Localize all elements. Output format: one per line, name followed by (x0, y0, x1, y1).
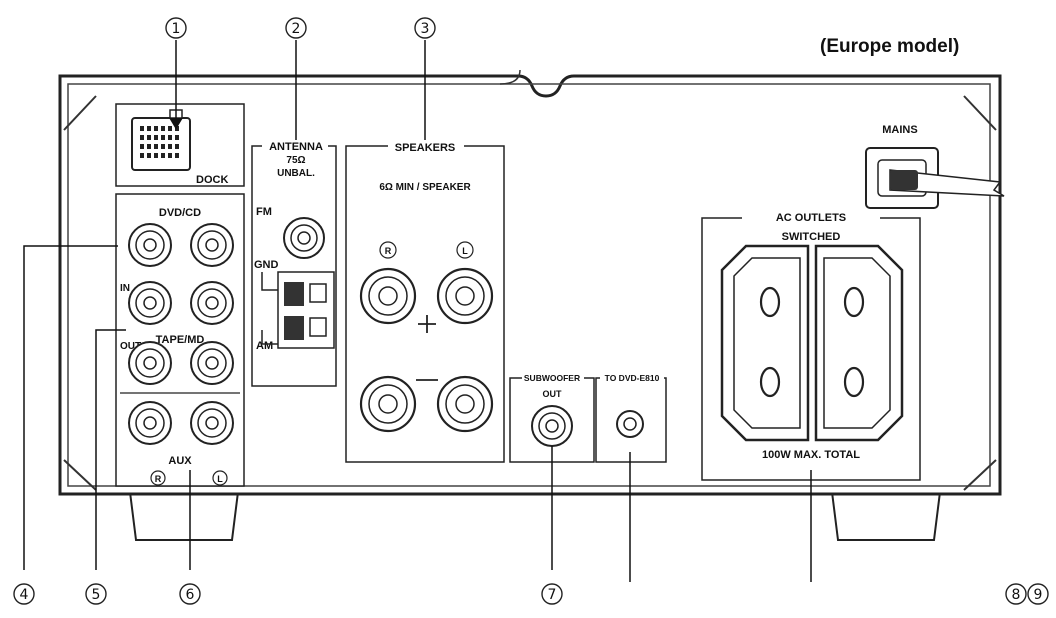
speaker-right-text: R (385, 246, 392, 256)
dock-pins (140, 126, 179, 158)
antenna-type: UNBAL. (277, 168, 315, 179)
chassis-inner (67, 83, 991, 487)
ac-outlets-rating: 100W MAX. TOTAL (762, 449, 860, 461)
model-note: (Europe model) (820, 36, 959, 57)
subwoofer-out: OUT (543, 389, 563, 399)
svg-text:8: 8 (1012, 587, 1021, 603)
callout-9: 9 (1027, 583, 1049, 605)
speaker-right-marker (379, 241, 397, 259)
callout-4: 4 (13, 583, 35, 605)
dock-label: DOCK (196, 174, 228, 186)
mains-label: MAINS (882, 124, 917, 136)
speakers-title: SPEAKERS (395, 142, 456, 154)
callout-6: 6 (179, 583, 201, 605)
in-label: IN (120, 283, 130, 294)
leader-lines (23, 40, 812, 582)
dvd-link-label: TO DVD-E810 (605, 373, 660, 383)
antenna-impedance: 75Ω (286, 155, 305, 166)
gnd-label: GND (254, 259, 279, 271)
chassis-ribs (63, 95, 997, 491)
aux-right-marker (150, 470, 166, 486)
ac-outlets-title: AC OUTLETS (776, 212, 846, 224)
ac-outlets-sub: SWITCHED (782, 231, 841, 243)
callout-2: 2 (285, 17, 307, 39)
ac-outlet-left (720, 244, 810, 442)
callout-5: 5 (85, 583, 107, 605)
svg-text:4: 4 (20, 587, 29, 603)
rca-jacks (128, 223, 234, 445)
svg-text:6: 6 (186, 587, 195, 603)
tape-md-label: TAPE/MD (156, 334, 205, 346)
aux-left-marker (212, 470, 228, 486)
callout-3: 3 (414, 17, 436, 39)
speaker-left-text: L (462, 246, 468, 256)
am-label: AM (256, 340, 273, 352)
aux-left-text: L (217, 474, 223, 484)
dvd-cd-label: DVD/CD (159, 207, 201, 219)
speaker-terminals (359, 267, 494, 433)
subwoofer-title: SUBWOOFER (524, 373, 580, 383)
speaker-left-marker (456, 241, 474, 259)
aux-label: AUX (168, 455, 192, 467)
callout-8: 8 (1005, 583, 1027, 605)
svg-text:3: 3 (421, 21, 430, 37)
svg-text:9: 9 (1034, 587, 1043, 603)
callout-1: 1 (165, 17, 187, 39)
antenna-title: ANTENNA (269, 141, 323, 153)
ac-outlet-right (814, 244, 904, 442)
svg-text:7: 7 (548, 587, 557, 603)
svg-text:5: 5 (92, 587, 101, 603)
left-foot (128, 491, 240, 541)
gnd-clip (284, 282, 304, 306)
svg-text:1: 1 (172, 21, 181, 37)
fm-label: FM (256, 206, 272, 218)
callout-7: 7 (541, 583, 563, 605)
right-foot (830, 491, 942, 541)
out-label: OUT (120, 341, 141, 352)
speakers-spec: 6Ω MIN / SPEAKER (379, 182, 471, 193)
aux-right-text: R (155, 474, 162, 484)
plus-sign (418, 315, 436, 333)
svg-text:2: 2 (292, 21, 301, 37)
am-clip (284, 316, 304, 340)
